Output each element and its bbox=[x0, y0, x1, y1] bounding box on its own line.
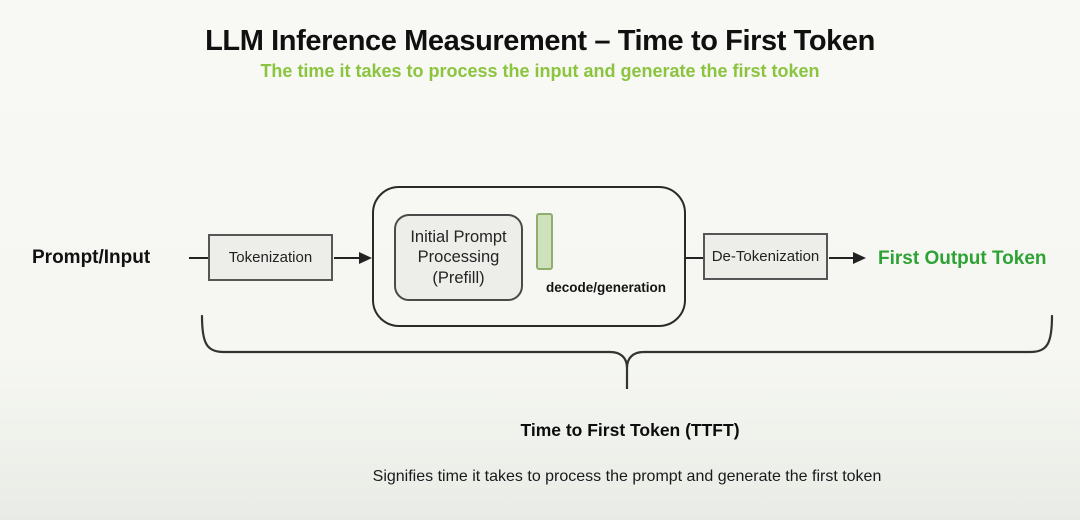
slide-title: LLM Inference Measurement – Time to Firs… bbox=[205, 25, 875, 57]
slide-subtitle: The time it takes to process the input a… bbox=[260, 61, 820, 81]
connector-input-to-tokenization bbox=[189, 257, 208, 259]
detokenization-box-label: De-Tokenization bbox=[711, 248, 820, 265]
detokenization-box: De-Tokenization bbox=[703, 233, 828, 280]
connector-pipeline-to-detokenization bbox=[686, 257, 703, 259]
arrowhead-icon bbox=[853, 252, 866, 264]
decode-generation-label: decode/generation bbox=[545, 280, 667, 295]
prefill-box: Initial Prompt Processing (Prefill) bbox=[394, 214, 523, 301]
arrow-tokenization-to-pipeline bbox=[334, 257, 360, 259]
first-output-token-label: First Output Token bbox=[878, 248, 1047, 269]
arrow-detokenization-to-output bbox=[829, 257, 854, 259]
decode-token-bar bbox=[536, 213, 553, 270]
ttft-description: Signifies time it takes to process the p… bbox=[372, 468, 882, 485]
tokenization-box-label: Tokenization bbox=[228, 249, 313, 266]
arrowhead-icon bbox=[359, 252, 372, 264]
prefill-box-label: Initial Prompt Processing (Prefill) bbox=[410, 228, 507, 287]
ttft-caption: Time to First Token (TTFT) bbox=[520, 420, 740, 440]
prompt-input-label: Prompt/Input bbox=[32, 247, 151, 268]
tokenization-box: Tokenization bbox=[208, 234, 333, 281]
